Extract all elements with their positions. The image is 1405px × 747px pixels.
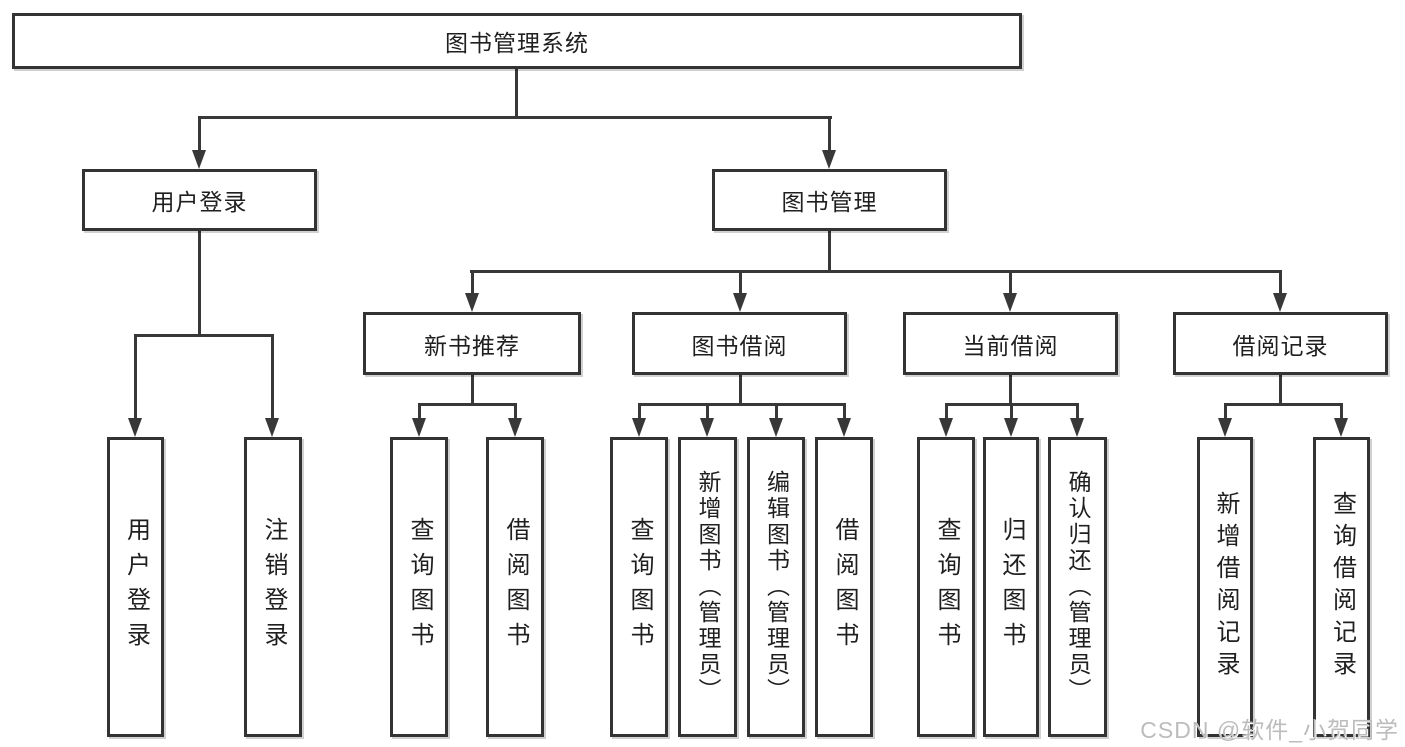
csdn-watermark: CSDN @软件_小贺同学	[1140, 717, 1399, 743]
node-label: 查询图书	[933, 517, 960, 657]
node-label: 图书管理系统	[445, 30, 589, 56]
connector-newbook-stem	[471, 375, 474, 405]
arrow-down-icon	[837, 418, 851, 437]
connector-newbook-bar	[418, 403, 517, 406]
node-label: 用户登录	[122, 517, 150, 657]
connector-drop	[198, 116, 201, 152]
leaf-borrow-books-recommend: 借阅图书	[486, 437, 544, 737]
connector-borrow-bar	[638, 403, 846, 406]
node-label: 查询图书	[626, 517, 653, 657]
arrow-down-icon	[822, 150, 836, 169]
node-label: 借阅图书	[502, 517, 529, 657]
arrow-down-icon	[1273, 293, 1287, 312]
node-new-book-recommend: 新书推荐	[363, 312, 581, 375]
arrow-down-icon	[632, 418, 646, 437]
connector-drop	[638, 403, 641, 420]
leaf-query-books-current: 查询图书	[917, 437, 975, 737]
connector-drop	[471, 270, 474, 295]
connector-drop	[739, 270, 742, 295]
connector-bookmgmt-stem	[828, 231, 831, 272]
leaf-confirm-return-admin: 确认归还（管理员）	[1048, 437, 1107, 737]
node-label: 新增借阅记录	[1212, 491, 1239, 683]
node-label: 当前借阅	[962, 332, 1059, 359]
arrow-down-icon	[265, 418, 279, 437]
connector-drop	[134, 334, 137, 420]
connector-records-stem	[1279, 375, 1282, 405]
arrow-down-icon	[939, 418, 953, 437]
arrow-down-icon	[1004, 418, 1018, 437]
arrow-down-icon	[1218, 418, 1232, 437]
arrow-down-icon	[769, 418, 783, 437]
node-label: 借阅记录	[1232, 332, 1329, 359]
node-label: 用户登录	[151, 189, 248, 215]
connector-root-stem	[515, 68, 518, 118]
connector-drop	[828, 116, 831, 152]
node-label: 确认归还（管理员）	[1065, 470, 1091, 704]
leaf-borrow-books: 借阅图书	[815, 437, 873, 737]
leaf-add-borrow-record: 新增借阅记录	[1197, 437, 1253, 737]
connector-level3-bar	[470, 270, 1282, 273]
node-borrowing-records: 借阅记录	[1173, 312, 1388, 375]
arrow-down-icon	[733, 293, 747, 312]
node-root-system: 图书管理系统	[12, 13, 1022, 69]
node-current-borrowing: 当前借阅	[903, 312, 1118, 375]
connector-drop	[1340, 403, 1343, 420]
connector-drop	[1009, 270, 1012, 295]
connector-drop	[706, 403, 709, 420]
arrow-down-icon	[465, 293, 479, 312]
connector-drop	[514, 403, 517, 420]
arrow-down-icon	[128, 418, 142, 437]
connector-drop	[945, 403, 948, 420]
connector-drop	[1076, 403, 1079, 420]
leaf-return-books: 归还图书	[983, 437, 1039, 737]
connector-userlogin-bar	[134, 334, 274, 337]
connector-borrow-stem	[739, 375, 742, 405]
node-user-login: 用户登录	[82, 169, 317, 231]
leaf-user-login: 用户登录	[107, 437, 164, 737]
arrow-down-icon	[700, 418, 714, 437]
leaf-add-books-admin: 新增图书（管理员）	[678, 437, 737, 737]
arrow-down-icon	[412, 418, 426, 437]
node-label: 查询图书	[406, 517, 433, 657]
connector-records-bar	[1224, 403, 1343, 406]
node-label: 编辑图书（管理员）	[763, 470, 790, 704]
node-label: 借阅图书	[831, 517, 858, 657]
leaf-logout: 注销登录	[244, 437, 302, 737]
leaf-query-borrow-record: 查询借阅记录	[1313, 437, 1370, 737]
node-label: 新书推荐	[424, 332, 520, 359]
connector-current-stem	[1009, 375, 1012, 405]
node-label: 归还图书	[998, 517, 1025, 657]
connector-drop	[775, 403, 778, 420]
node-label: 图书借阅	[691, 332, 788, 359]
node-label: 注销登录	[260, 517, 287, 657]
connector-level2-bar	[198, 116, 832, 119]
arrow-down-icon	[508, 418, 522, 437]
connector-drop	[1224, 403, 1227, 420]
node-label: 新增图书（管理员）	[695, 470, 721, 704]
connector-drop	[418, 403, 421, 420]
arrow-down-icon	[192, 150, 206, 169]
arrow-down-icon	[1334, 418, 1348, 437]
arrow-down-icon	[1070, 418, 1084, 437]
node-label: 查询借阅记录	[1328, 491, 1356, 683]
connector-drop	[271, 334, 274, 420]
connector-drop	[843, 403, 846, 420]
node-label: 图书管理	[781, 189, 878, 215]
connector-drop	[1010, 403, 1013, 420]
connector-userlogin-stem	[198, 231, 201, 336]
connector-drop	[1279, 270, 1282, 295]
node-book-borrowing: 图书借阅	[632, 312, 847, 375]
leaf-query-books-borrow: 查询图书	[610, 437, 668, 737]
leaf-edit-books-admin: 编辑图书（管理员）	[747, 437, 805, 737]
arrow-down-icon	[1003, 293, 1017, 312]
leaf-query-books-recommend: 查询图书	[390, 437, 448, 737]
node-book-management: 图书管理	[712, 169, 947, 231]
